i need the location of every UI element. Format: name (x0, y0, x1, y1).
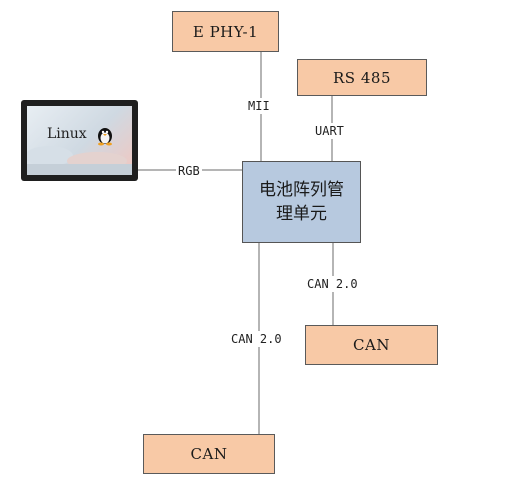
can-bottom-box: CAN (143, 434, 275, 474)
can-bottom-label: CAN (190, 445, 228, 463)
can-right-edge-label: CAN 2.0 (305, 276, 360, 292)
ephy-label: E PHY-1 (192, 22, 259, 41)
linux-logo: Linux (47, 126, 87, 142)
rs485-label: RS 485 (333, 68, 391, 87)
tux-penguin-icon (98, 128, 112, 146)
battery-management-unit: 电池阵列管理单元 (242, 161, 361, 243)
can-bottom-edge-label: CAN 2.0 (229, 331, 284, 347)
can-right-box: CAN (305, 325, 438, 365)
can-right-label: CAN (353, 336, 390, 354)
uart-edge-label: UART (313, 123, 346, 139)
mii-edge-label: MII (246, 98, 272, 114)
battery-management-unit-label: 电池阵列管理单元 (259, 180, 344, 224)
display-monitor: Linux (21, 100, 138, 181)
screen-wallpaper-icon (27, 146, 132, 175)
rs485-box: RS 485 (297, 59, 427, 96)
ephy-box: E PHY-1 (172, 11, 279, 52)
rgb-edge-label: RGB (176, 163, 202, 179)
display-screen: Linux (27, 106, 132, 175)
